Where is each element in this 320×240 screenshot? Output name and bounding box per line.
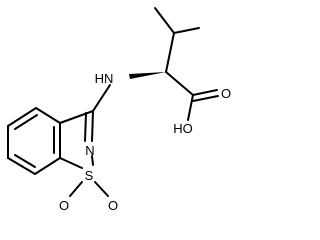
bond-c7a-s1 [59, 157, 83, 169]
hydroxyl-label: HO [173, 121, 193, 136]
bond-alpha-to-carboxyl [165, 71, 194, 96]
sulfur-label: S [85, 168, 94, 183]
bond-ring-inner-2 [14, 154, 36, 168]
bond-c3-c3a [59, 110, 94, 124]
molecule-structure: HN HO O N S O O [7, 7, 231, 213]
bond-isopropyl-to-alpha [165, 32, 175, 73]
bond-ring-c4-c5 [7, 107, 37, 127]
bond-alpha-to-nh-wedge [129, 72, 166, 79]
bond-nh-to-c3 [92, 84, 111, 112]
bond-isopropyl-right [173, 27, 200, 34]
bond-c3-n2-1 [91, 110, 94, 142]
bond-c3-n2-2 [84, 112, 87, 142]
bond-s-o-left [69, 181, 83, 197]
structure-canvas: HN HO O N S O O [7, 7, 231, 213]
bond-s-o-right [94, 181, 109, 197]
bond-carbonyl-1 [192, 89, 218, 96]
bond-carbonyl-2 [192, 95, 219, 102]
bond-isopropyl-left [154, 7, 175, 34]
ring-nitrogen-label: N [85, 143, 94, 158]
carbonyl-oxygen-label: O [221, 86, 231, 101]
bond-ring-c6-c7 [7, 157, 36, 175]
bond-ring-inner-1 [14, 114, 38, 130]
bond-ring-c7-c7a [34, 157, 61, 175]
amine-label: HN [95, 71, 114, 86]
bond-n2-s1 [91, 155, 94, 166]
sulfonyl-oxygen-left-label: O [59, 198, 69, 213]
bond-ring-c3a-c4 [35, 107, 61, 124]
sulfonyl-oxygen-right-label: O [108, 198, 118, 213]
bond-carboxyl-to-oh [187, 94, 194, 121]
